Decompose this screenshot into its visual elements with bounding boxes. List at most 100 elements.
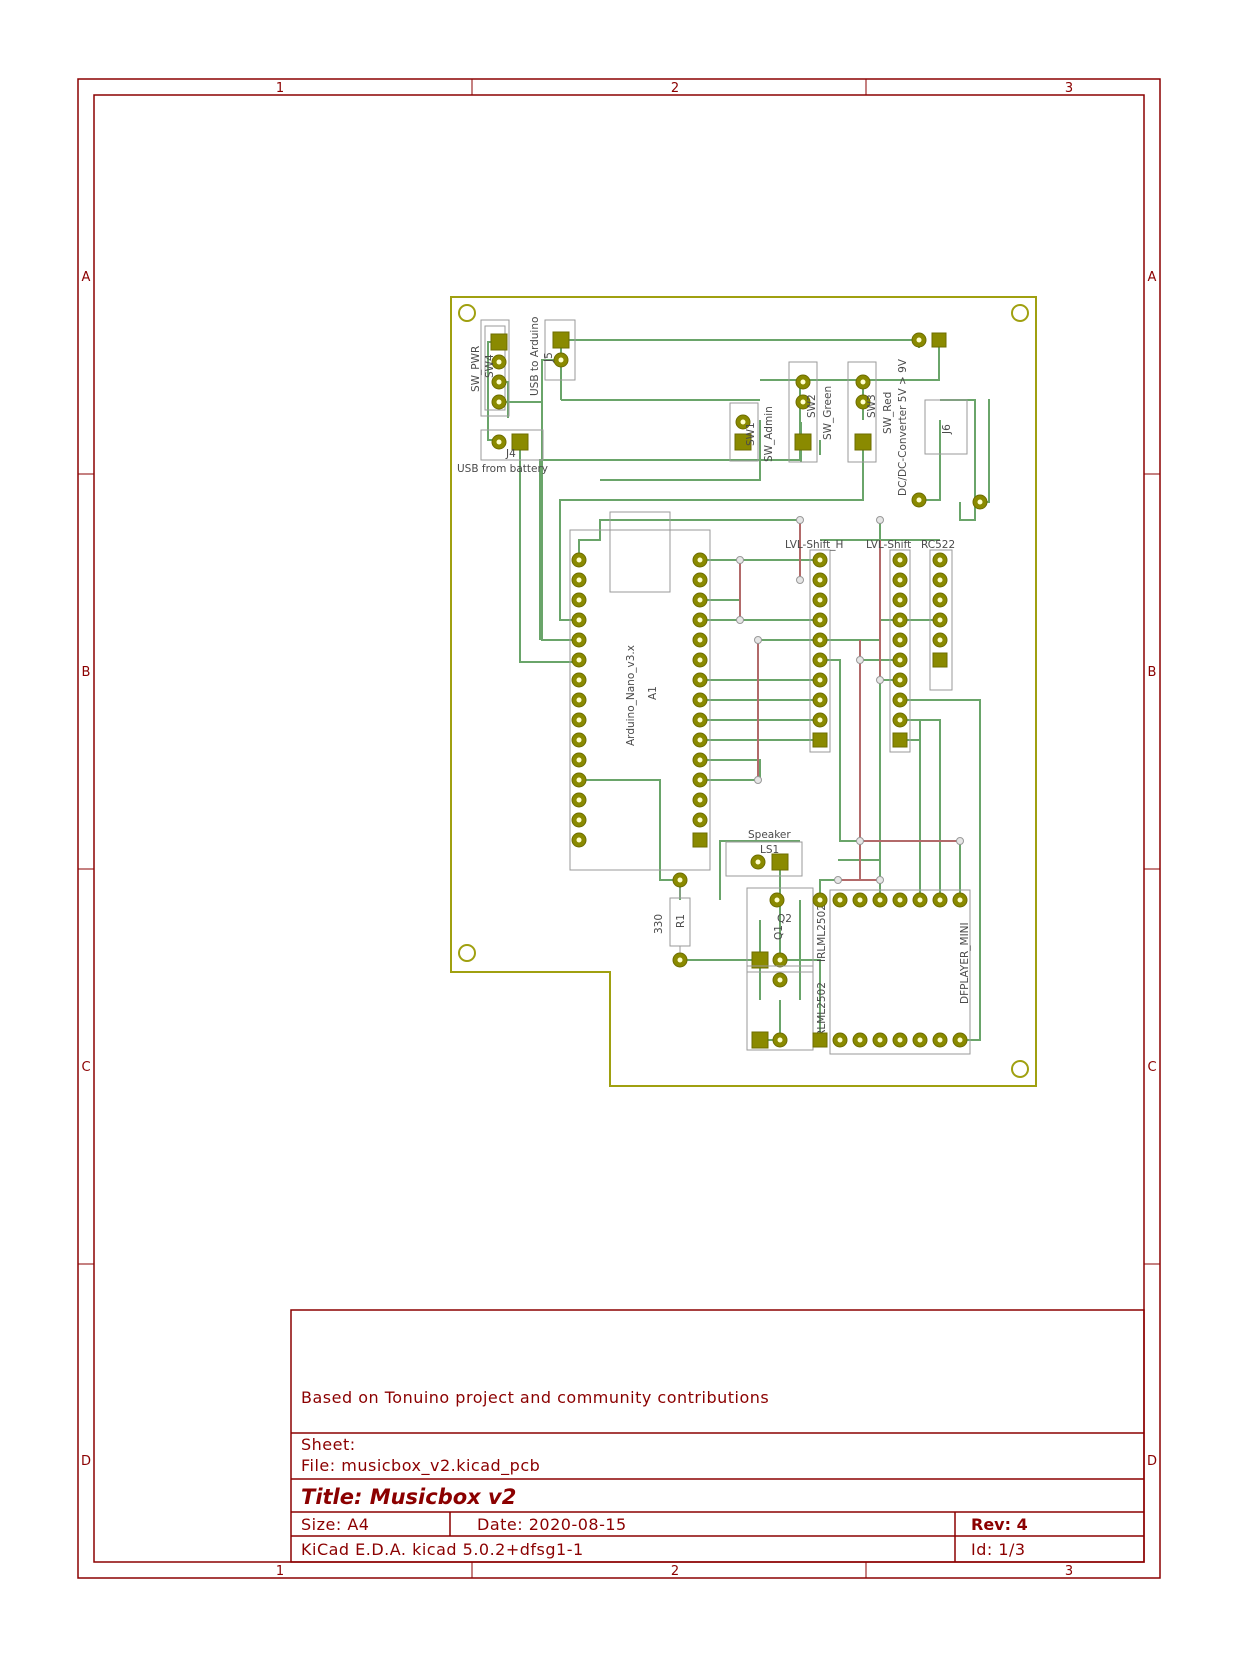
component-q2: Q2 IRLML2502 <box>746 887 828 973</box>
level-shifter-1-pad-drill <box>817 557 823 563</box>
level-shifter-1-pad-drill <box>817 597 823 603</box>
level-shifter-1-pad-drill <box>817 717 823 723</box>
title-block-tool: KiCad E.D.A. kicad 5.0.2+dfsg1-1 <box>301 1540 584 1559</box>
nano-left-pad-drill <box>576 837 582 843</box>
q1-ref-label: Q1 <box>773 925 785 940</box>
dfplayer-bottom-pad-drill <box>877 1037 883 1043</box>
ls1-ref-label: LS1 <box>760 844 779 856</box>
r1-ref-label: R1 <box>675 914 687 928</box>
rc522-pad <box>932 652 948 668</box>
rc522-pad-drill <box>937 557 943 563</box>
title-block-comment: Based on Tonuino project and community c… <box>301 1388 769 1407</box>
column-label-1-bottom: 1 <box>276 1564 284 1579</box>
dfplayer-top-pad-drill <box>897 897 903 903</box>
component-ls1: Speaker LS1 <box>725 829 803 877</box>
mounting-hole-icon <box>458 304 476 322</box>
column-label-1-top: 1 <box>276 81 284 96</box>
component-dfplayer: DFPLAYER_MINI <box>812 889 971 1055</box>
j6-value-label: DC/DC-Converter 5V > 9V <box>897 358 909 496</box>
q2-value-label: IRLML2502 <box>816 904 828 962</box>
drawing-frame: 1 2 3 1 2 3 A B C D A B C D <box>77 78 1161 1579</box>
level-shifter-2-pad-drill <box>897 697 903 703</box>
title-block-rev: Rev: 4 <box>971 1515 1028 1534</box>
row-label-d-left: D <box>81 1454 91 1469</box>
j5-value-label: USB to Arduino <box>529 317 541 396</box>
nano-right-pad-drill <box>697 737 703 743</box>
component-j4: J4 USB from battery <box>457 429 548 475</box>
j5-ref-label: J5 <box>543 352 555 363</box>
title-block: Based on Tonuino project and community c… <box>290 1309 1145 1563</box>
dfplayer-top-pad-drill <box>857 897 863 903</box>
j4-value-label: USB from battery <box>457 463 548 475</box>
nano-left-pad-drill <box>576 677 582 683</box>
sw3-value-label: SW_Red <box>882 392 894 434</box>
dfplayer-top-pad-drill <box>937 897 943 903</box>
board-edge-outline <box>450 296 1037 1087</box>
level-shifter-2-pad-drill <box>897 677 903 683</box>
nano-left-pad-drill <box>576 777 582 783</box>
nano-right-pad <box>692 832 708 848</box>
pcb-layout: SW_PWR SW4 USB to Arduino J5 J4 USB from… <box>450 296 1037 1087</box>
level-shifter-2-pad-drill <box>897 557 903 563</box>
nano-right-pad-drill <box>697 597 703 603</box>
row-label-a-right: A <box>1148 270 1157 285</box>
q1-value-label: IRLML2502 <box>816 982 828 1040</box>
dfplayer-top-pad-drill <box>837 897 843 903</box>
column-label-3-bottom: 3 <box>1065 1564 1073 1579</box>
nano-right-pad-drill <box>697 677 703 683</box>
level-shifter-1-pad-drill <box>817 697 823 703</box>
level-shifter-1-pad-drill <box>817 577 823 583</box>
dfplayer-top-pad-drill <box>917 897 923 903</box>
title-block-id: Id: 1/3 <box>971 1540 1026 1559</box>
component-j6: J6 DC/DC-Converter 5V > 9V <box>897 332 988 510</box>
level-shifter-2-pad-drill <box>897 637 903 643</box>
level-shifter-2-pad-drill <box>897 717 903 723</box>
sw2-ref-label: SW2 <box>806 394 818 418</box>
component-j5: USB to Arduino J5 <box>529 317 576 396</box>
mounting-hole-icon <box>458 944 476 962</box>
mounting-hole-icon <box>1011 1060 1029 1078</box>
level-shifter-2-pad-drill <box>897 617 903 623</box>
rc522-pad-drill <box>937 617 943 623</box>
nano-right-pad-drill <box>697 777 703 783</box>
nano-right-pad-drill <box>697 697 703 703</box>
rc522-pad-drill <box>937 577 943 583</box>
nano-right-pad-drill <box>697 617 703 623</box>
title-block-file: File: musicbox_v2.kicad_pcb <box>301 1456 540 1476</box>
row-label-d-right: D <box>1147 1454 1157 1469</box>
level-shifter-1-pad <box>812 732 828 748</box>
component-sw2: SW2 SW_Green <box>788 361 834 463</box>
row-label-b-left: B <box>82 665 91 680</box>
component-level-shifter-2: LVL-Shift <box>866 539 911 753</box>
level-shifter-1-pad-drill <box>817 637 823 643</box>
level-shifter-2-pad <box>892 732 908 748</box>
j6-ref-label: J6 <box>941 424 953 435</box>
sw3-ref-label: SW3 <box>866 394 878 418</box>
back-copper-tracks <box>739 520 960 881</box>
component-a1: Arduino_Nano_v3.x A1 <box>569 511 711 871</box>
nano-right-pad-drill <box>697 557 703 563</box>
nano-left-pad-drill <box>576 557 582 563</box>
row-label-b-right: B <box>1148 665 1157 680</box>
title-block-sheet: Sheet: <box>301 1435 356 1454</box>
level-shifter-1-pad-drill <box>817 617 823 623</box>
j4-ref-label: J4 <box>505 448 516 460</box>
sw4-ref-label: SW4 <box>484 354 496 378</box>
dfplayer-top-pad-drill <box>817 897 823 903</box>
column-label-3-top: 3 <box>1065 81 1073 96</box>
dfplayer-bottom-pad-drill <box>837 1037 843 1043</box>
dfplayer-bottom-pad <box>812 1032 828 1048</box>
level-shifter-1-label: LVL-Shift_H <box>785 539 843 551</box>
dfplayer-bottom-pad-drill <box>897 1037 903 1043</box>
mounting-hole-icon <box>1011 304 1029 322</box>
level-shifter-1-pad-drill <box>817 657 823 663</box>
sw1-ref-label: SW1 <box>745 422 757 446</box>
dfplayer-top-pad-drill <box>877 897 883 903</box>
component-r1: 330 R1 <box>653 872 691 968</box>
dfplayer-bottom-pad-drill <box>917 1037 923 1043</box>
title-block-date: Date: 2020-08-15 <box>477 1515 627 1534</box>
component-sw3: SW3 SW_Red <box>847 361 894 463</box>
dfplayer-bottom-pad-drill <box>937 1037 943 1043</box>
level-shifter-2-label: LVL-Shift <box>866 539 911 551</box>
